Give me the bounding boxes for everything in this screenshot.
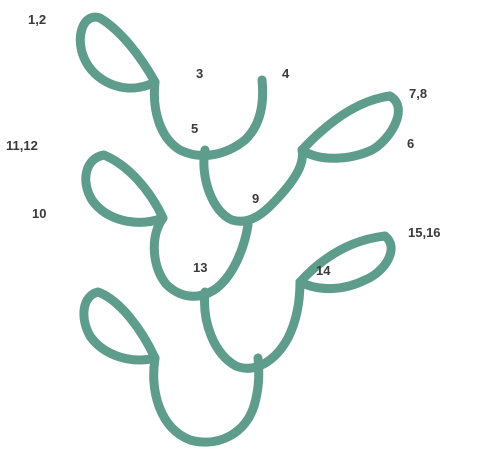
loop-11-12 (86, 155, 163, 222)
label-7-8: 7,8 (409, 86, 427, 101)
label-11-12: 11,12 (6, 138, 38, 153)
loop-7-8 (302, 96, 398, 158)
label-13: 13 (193, 260, 207, 275)
arc-3-5 (154, 80, 262, 155)
diagram-strokes (80, 17, 398, 442)
label-6: 6 (407, 136, 414, 151)
label-10: 10 (32, 206, 46, 221)
label-5: 5 (191, 121, 198, 136)
label-14: 14 (316, 263, 331, 278)
arc-10-13 (154, 218, 248, 296)
label-3: 3 (196, 66, 203, 81)
label-1-2: 1,2 (28, 12, 46, 27)
loop-bottom-left (84, 292, 155, 360)
arc-5-9 (204, 150, 303, 221)
loop-1-2 (80, 17, 155, 88)
label-9: 9 (252, 191, 259, 206)
label-15-16: 15,16 (408, 225, 441, 240)
arc-13-14 (205, 282, 300, 368)
label-4: 4 (282, 66, 290, 81)
loop-15-16 (300, 236, 391, 289)
